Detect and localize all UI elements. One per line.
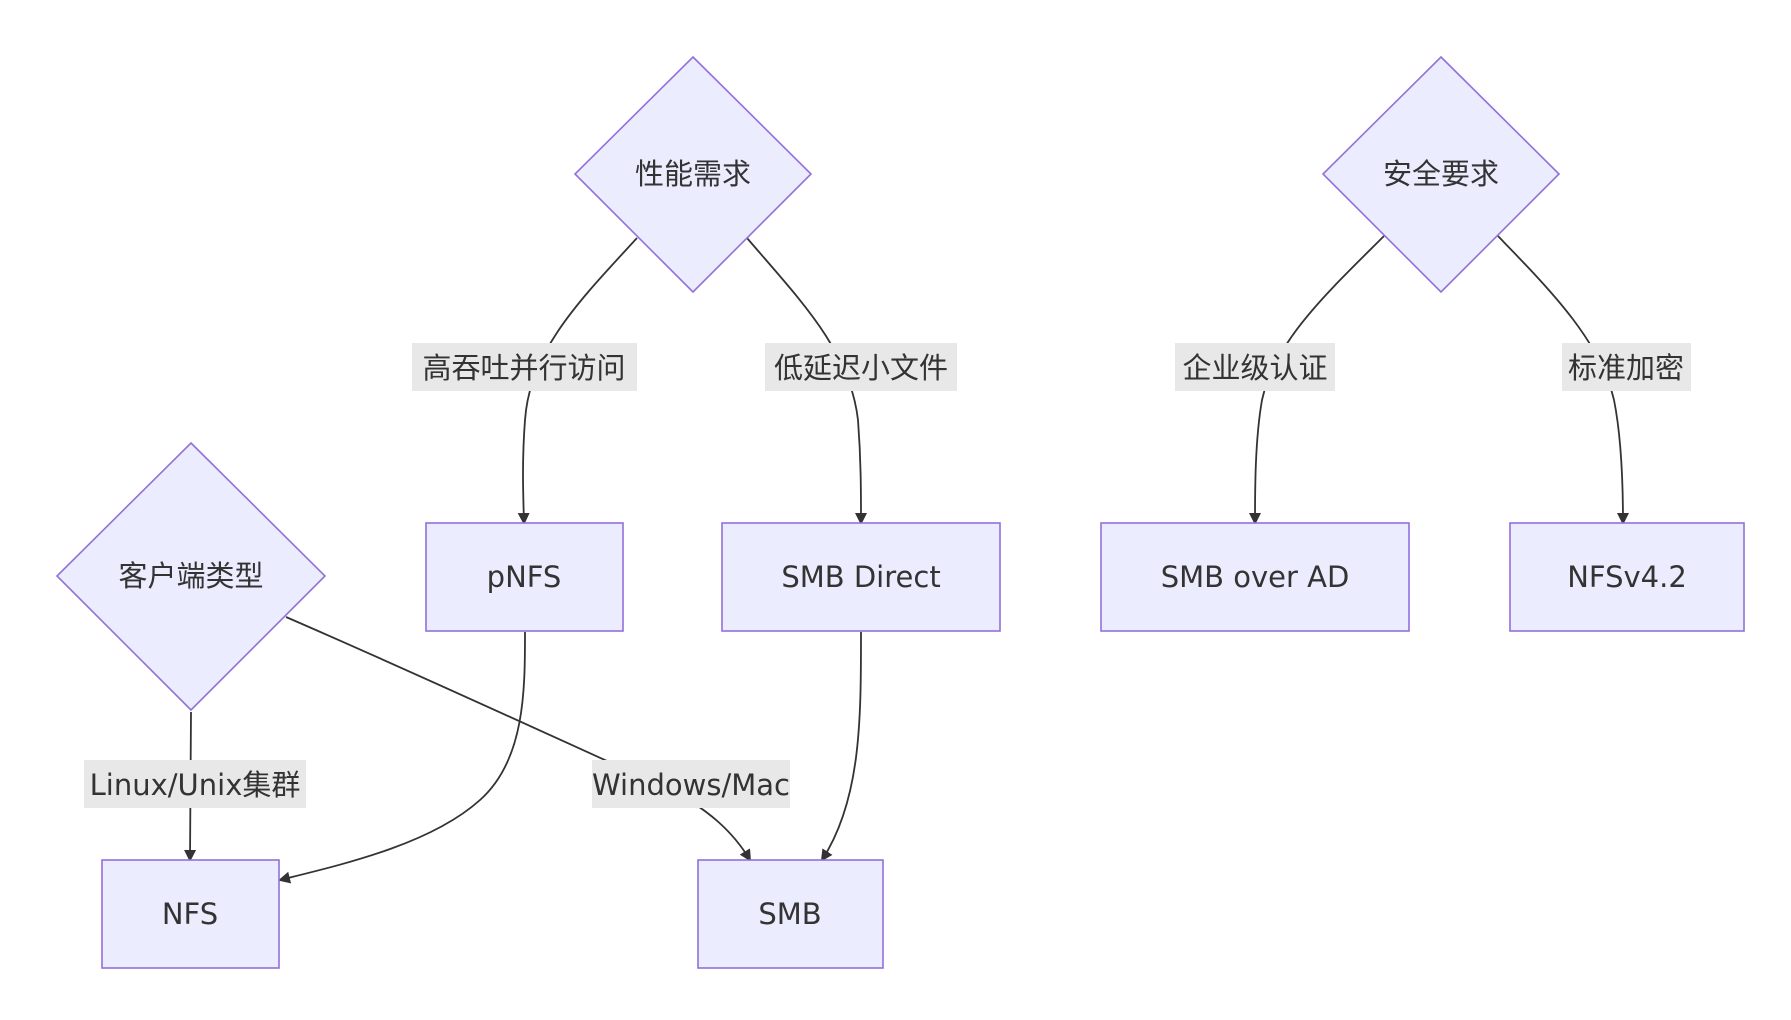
edge-client-to-smb [285,616,752,862]
node-nfsv42: NFSv4.2 [1509,522,1745,632]
node-performance-label: 性能需求 [635,157,751,191]
node-nfs: NFS [101,859,280,969]
node-security-label: 安全要求 [1383,157,1499,191]
edge-pnfs-to-nfs [278,631,526,884]
node-smb-label: SMB [758,897,821,931]
edge-label-low-latency: 低延迟小文件 [774,351,948,385]
node-pnfs-label: pNFS [487,560,562,594]
edge-label-high-throughput: 高吞吐并行访问 [422,351,625,385]
node-security: 安全要求 [1321,55,1561,294]
nodes: 客户端类型 性能需求 安全要求 pNFS SMB Direct SMB over… [55,55,1745,969]
node-performance: 性能需求 [573,55,813,294]
edge-perf-to-smbdirect [746,237,867,525]
edge-sec-to-smbad [1249,235,1385,525]
node-nfs-label: NFS [162,897,218,931]
node-client-type-label: 客户端类型 [118,559,263,593]
node-smb: SMB [697,859,884,969]
edges [184,235,1629,884]
node-smb-over-ad: SMB over AD [1100,522,1410,632]
node-smb-over-ad-label: SMB over AD [1161,560,1350,594]
edge-smbdirect-to-smb [820,631,862,862]
node-smb-direct-label: SMB Direct [781,560,940,594]
node-pnfs: pNFS [425,522,624,632]
node-smb-direct: SMB Direct [721,522,1001,632]
edge-sec-to-nfsv42 [1497,235,1629,525]
edge-perf-to-pnfs [517,237,638,525]
edge-label-linux-unix: Linux/Unix集群 [90,768,301,802]
node-nfsv42-label: NFSv4.2 [1567,560,1687,594]
edge-label-windows-mac: Windows/Mac [592,768,790,802]
node-client-type: 客户端类型 [55,441,327,712]
edge-label-standard-encryption: 标准加密 [1568,351,1684,385]
edge-labels: Linux/Unix集群 Windows/Mac 高吞吐并行访问 低延迟小文件 … [84,343,1691,808]
edge-label-enterprise-auth: 企业级认证 [1182,351,1327,385]
